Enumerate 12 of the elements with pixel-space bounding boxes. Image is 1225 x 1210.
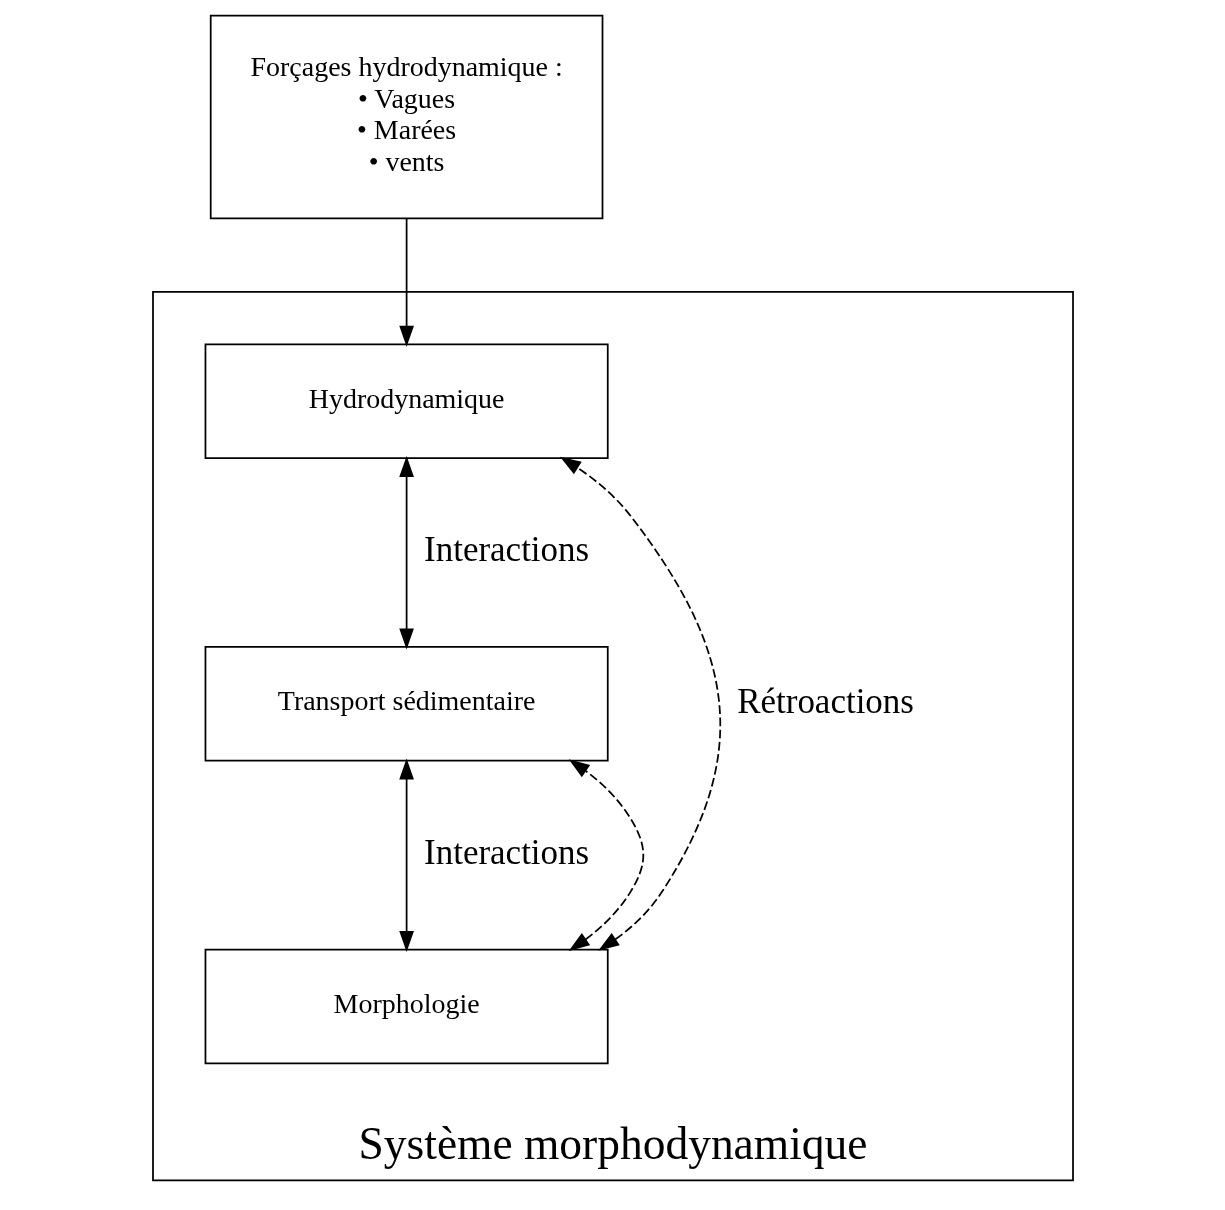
node-box: Morphologie bbox=[204, 948, 609, 1065]
node-box: Hydrodynamique bbox=[204, 343, 609, 459]
edge-label: Interactions bbox=[423, 832, 589, 872]
arrow bbox=[398, 758, 414, 953]
arrow bbox=[559, 456, 721, 951]
arrow bbox=[398, 217, 414, 347]
node-box: Transport sédimentaire bbox=[204, 646, 609, 762]
edge-label: Rétroactions bbox=[736, 681, 914, 721]
arrow bbox=[398, 455, 414, 650]
node-box: Forçages hydrodynamique : • Vagues • Marées • vents bbox=[209, 14, 603, 220]
edge-label: Interactions bbox=[423, 530, 589, 570]
arrow bbox=[568, 759, 644, 951]
